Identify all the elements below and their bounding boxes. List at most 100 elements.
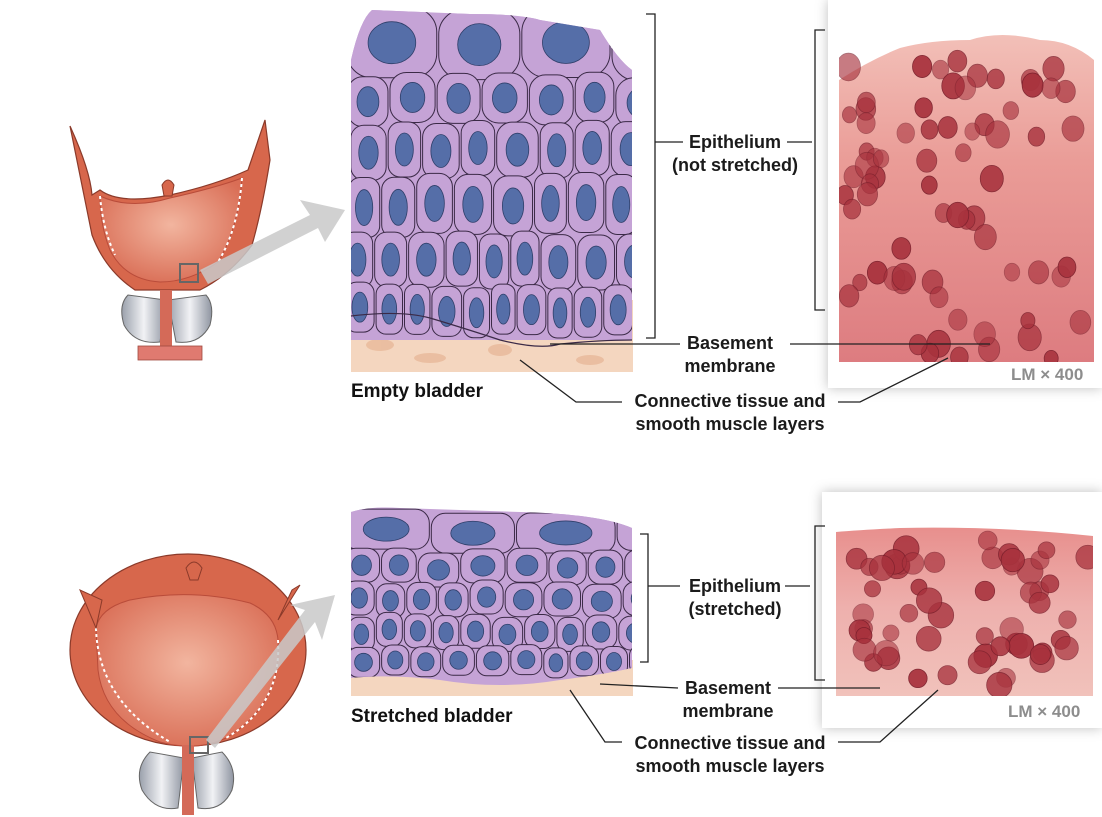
cell-nucleus [626,87,632,119]
stained-nucleus [1028,260,1050,285]
stained-nucleus [975,627,994,646]
epithelial-cell [639,176,677,236]
cell-nucleus [606,652,622,671]
stained-nucleus [1027,126,1046,147]
epithelial-cell [628,644,632,676]
cell-nucleus [530,620,549,643]
stained-nucleus [873,640,900,667]
stretched-histology-micrograph [822,492,1102,728]
stained-nucleus [1058,610,1077,629]
stained-nucleus [923,551,946,573]
epithelial-cell [622,581,632,617]
stained-nucleus [864,580,881,598]
stained-nucleus [843,198,862,220]
empty-epithelium-illustration [350,10,687,372]
cell-nucleus [452,241,471,276]
stained-nucleus [954,75,977,101]
epithelial-cell [615,77,632,129]
cell-nucleus [351,587,368,609]
stained-nucleus [1002,101,1020,120]
cell-nucleus [358,135,379,170]
cell-nucleus [501,187,525,225]
stained-nucleus [901,552,925,575]
stained-nucleus [857,91,876,114]
cell-nucleus [636,651,653,669]
stained-nucleus [852,637,877,662]
stained-nucleus [1000,547,1025,573]
epithelial-cell [611,10,632,82]
cell-nucleus [382,590,399,612]
cell-nucleus [477,586,497,608]
stained-nucleus [950,346,969,362]
cell-nucleus [548,245,569,280]
cell-nucleus [438,622,454,644]
stained-nucleus [921,175,938,195]
stained-nucleus [977,530,998,551]
cell-nucleus [492,82,518,114]
cell-nucleus [539,84,564,116]
cell-nucleus [609,294,627,326]
cell-nucleus [552,297,568,329]
cell-nucleus [395,132,414,167]
connective-label-line1: Connective tissue and [634,391,826,411]
cell-nucleus [626,622,632,644]
cell-nucleus [367,21,417,65]
cell-nucleus [498,623,517,646]
epithelium-label-line2: (not stretched) [672,155,798,175]
cell-nucleus [468,131,488,165]
cell-nucleus [630,588,632,610]
stained-nucleus [1003,262,1021,282]
stained-nucleus [868,554,895,581]
empty-histology-micrograph [828,0,1102,388]
cell-nucleus [496,293,511,325]
cell-nucleus [513,589,535,611]
cell-nucleus [582,131,602,165]
cell-nucleus [590,590,613,612]
stained-nucleus [937,665,958,686]
stained-nucleus [973,321,996,347]
cell-nucleus [468,297,485,329]
cell-nucleus [409,620,426,642]
magnification-label: LM × 400 [1008,702,1081,721]
magnification-label: LM × 400 [1011,365,1084,384]
stained-nucleus [908,334,928,356]
cell-nucleus [585,245,607,280]
epithelial-cell [616,233,632,290]
cell-nucleus [470,555,496,577]
stained-nucleus [947,49,968,73]
cell-nucleus [427,559,450,581]
panel-caption: Empty bladder [351,381,483,402]
stained-nucleus [1061,115,1085,142]
stained-nucleus [872,149,890,169]
cell-nucleus [517,650,536,670]
stained-nucleus [882,624,900,642]
leader-lines [519,13,990,743]
cell-nucleus [449,650,468,670]
epithelial-cell [624,549,632,585]
cell-nucleus [462,186,484,223]
connective-tissue-label: Connective tissue and smooth muscle laye… [620,732,840,778]
cell-nucleus [505,132,530,167]
stained-nucleus [1069,309,1092,335]
stained-nucleus [899,604,919,623]
epithelium-label-line1: Epithelium [688,132,781,152]
cell-nucleus [466,620,485,642]
stained-nucleus [948,308,968,331]
stained-nucleus [1057,256,1077,278]
stained-nucleus [1041,77,1061,99]
cell-nucleus [516,241,534,276]
cell-nucleus [635,25,687,67]
cell-nucleus [647,188,668,224]
cell-nucleus [591,621,611,643]
cell-nucleus [624,244,632,279]
cell-nucleus [424,185,445,222]
basement-label-line1: Basement [684,678,772,698]
stained-nucleus [946,201,970,229]
cell-nucleus [595,556,616,578]
stained-nucleus [986,672,1013,696]
cell-nucleus [416,242,437,277]
cell-nucleus [575,184,597,221]
cell-nucleus [583,81,606,113]
stretched-bladder-illustration [69,553,335,815]
